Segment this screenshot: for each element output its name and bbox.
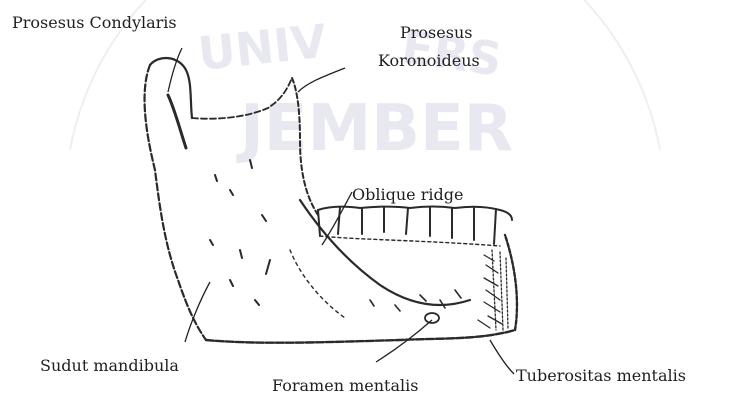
label-prosesus-condylaris: Prosesus Condylaris	[12, 13, 177, 32]
label-prosesus-koronoideus-line1: Prosesus	[400, 23, 472, 42]
label-tuberositas-mentalis: Tuberositas mentalis	[516, 366, 686, 385]
teeth-row	[318, 207, 512, 247]
leader-sudut	[185, 282, 210, 342]
leader-condylaris	[168, 48, 182, 92]
label-prosesus-koronoideus-line2: Koronoideus	[378, 51, 480, 70]
leader-koronoideus	[298, 68, 345, 92]
label-foramen-mentalis: Foramen mentalis	[272, 376, 418, 395]
chin-shading	[478, 250, 508, 330]
svg-text:UNIV: UNIV	[196, 14, 330, 81]
label-sudut-mandibula: Sudut mandibula	[40, 356, 179, 375]
label-oblique-ridge: Oblique ridge	[352, 185, 463, 204]
svg-text:JEMBER: JEMBER	[236, 92, 513, 166]
leader-tuberositas	[490, 340, 514, 374]
leader-oblique-ridge	[322, 192, 352, 245]
